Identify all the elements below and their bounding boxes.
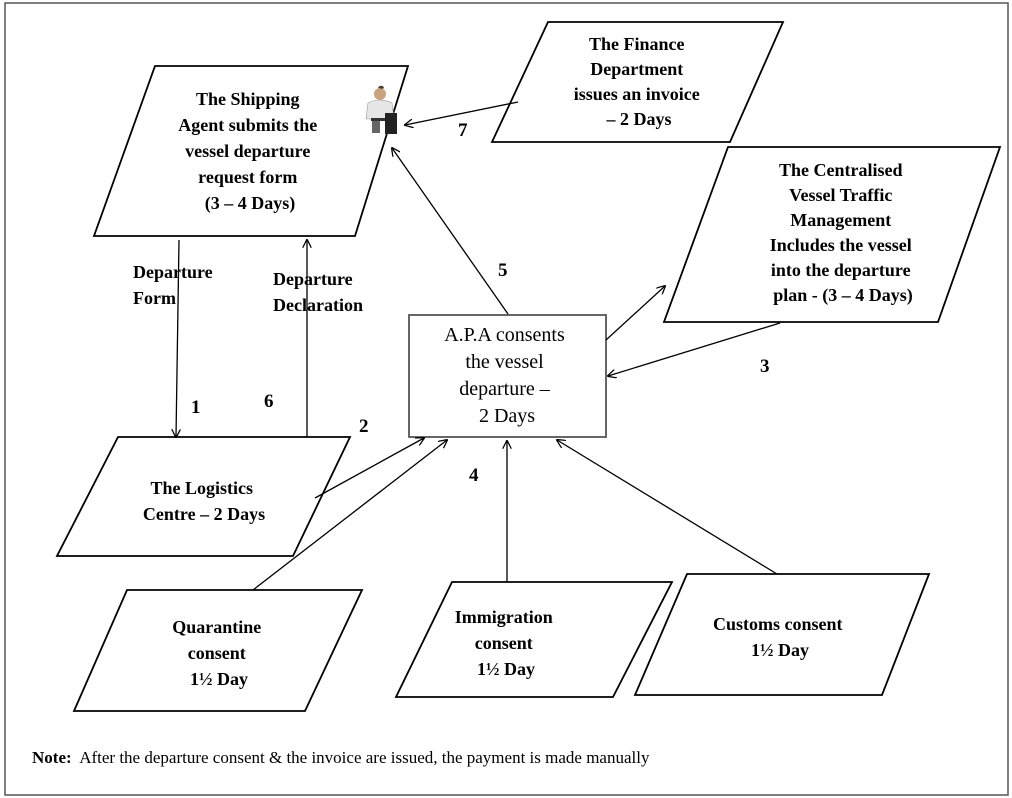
shipping-agent-label: The Shipping Agent submits the vessel de… bbox=[178, 89, 322, 214]
immigration-node bbox=[394, 581, 674, 698]
vessel-traffic-label: The Centralised Vessel Traffic Managemen… bbox=[770, 160, 917, 306]
arrow-quarantine-to-apa bbox=[252, 440, 447, 591]
arrow-departure-form bbox=[176, 239, 179, 437]
note-label: Note: bbox=[32, 748, 72, 767]
footnote: Note: After the departure consent & the … bbox=[32, 747, 772, 769]
finance-label: The Finance Department issues an invoice… bbox=[574, 34, 705, 129]
finance-node bbox=[490, 21, 785, 143]
note-text: After the departure consent & the invoic… bbox=[79, 748, 650, 767]
quarantine-label: Quarantine consent 1½ Day bbox=[172, 617, 266, 689]
shipping-agent-node bbox=[92, 65, 410, 237]
step-5-label: 5 bbox=[498, 260, 508, 281]
logistics-label: The Logistics Centre – 2 Days bbox=[143, 478, 265, 524]
arrow-finance-to-agent bbox=[405, 101, 519, 125]
departure-form-label: Departure Form bbox=[133, 262, 217, 308]
immigration-label: Immigration consent 1½ Day bbox=[455, 607, 558, 679]
person-at-laptop-icon bbox=[365, 85, 397, 134]
arrow-customs-to-apa bbox=[557, 440, 778, 575]
arrow-apa-to-vtm bbox=[605, 286, 665, 341]
customs-node bbox=[633, 573, 931, 696]
quarantine-node bbox=[72, 589, 364, 712]
arrow-vtm-to-apa bbox=[608, 322, 781, 376]
arrow-apa-to-agent bbox=[392, 148, 509, 315]
customs-label: Customs consent 1½ Day bbox=[713, 614, 847, 660]
apa-label: A.P.A consents the vessel departure – 2 … bbox=[444, 324, 570, 427]
step-4-label: 4 bbox=[469, 465, 479, 486]
step-7-label: 7 bbox=[458, 120, 468, 141]
logistics-node bbox=[55, 436, 352, 557]
step-1-label: 1 bbox=[191, 397, 201, 418]
step-6-label: 6 bbox=[264, 391, 274, 412]
step-2-label: 2 bbox=[359, 416, 369, 437]
departure-declaration-label: Departure Declaration bbox=[273, 269, 363, 315]
arrow-logistics-to-apa bbox=[314, 438, 424, 499]
step-3-label: 3 bbox=[760, 356, 770, 377]
vessel-traffic-node bbox=[662, 146, 1002, 323]
apa-node bbox=[408, 314, 607, 438]
